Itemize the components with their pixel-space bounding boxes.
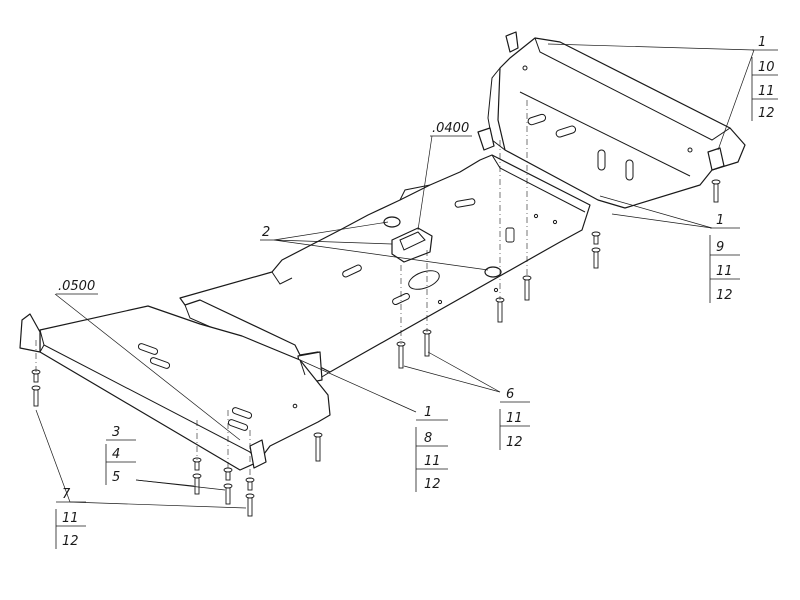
- label-g2-4: 12: [716, 288, 733, 303]
- label-g1-2: 10: [758, 60, 775, 75]
- label-g3-4: 12: [424, 477, 441, 492]
- label-group-4: 6 11 12: [499, 387, 530, 450]
- label-g3-2: 8: [424, 431, 432, 446]
- label-g2-3: 11: [716, 264, 733, 279]
- label-g4-3: 12: [506, 435, 523, 450]
- label-g2-2: 9: [716, 240, 724, 255]
- label-g6-1: 7: [62, 487, 71, 502]
- callout-labels: .0400 .0500 2 1 10 11 12 1 9 11 12: [55, 35, 778, 549]
- label-g3-3: 11: [424, 454, 441, 469]
- callout-0400: .0400: [432, 121, 469, 136]
- callout-0500: .0500: [58, 279, 95, 294]
- leader-lines: [35, 43, 755, 509]
- label-group-5: 3 4 5: [105, 425, 136, 485]
- label-group-1: 1 10 11 12: [751, 35, 778, 121]
- label-group-3: 1 8 11 12: [415, 405, 448, 492]
- callout-2: 2: [262, 225, 270, 240]
- assembly-axis-lines: [35, 100, 528, 480]
- label-g4-2: 11: [506, 411, 523, 426]
- label-g1-4: 12: [758, 106, 775, 121]
- label-g6-3: 12: [62, 534, 79, 549]
- label-g4-1: 6: [506, 387, 514, 402]
- bolt-set-bottom-left: [31, 369, 323, 517]
- label-g5-1: 3: [112, 425, 120, 440]
- label-g1-1: 1: [758, 35, 766, 50]
- plate-bottom-left: [19, 305, 331, 471]
- label-group-6: 7 11 12: [55, 487, 86, 549]
- label-g5-2: 4: [112, 447, 120, 462]
- label-g1-3: 11: [758, 84, 775, 99]
- label-g5-3: 5: [112, 470, 120, 485]
- label-g3-1: 1: [424, 405, 432, 420]
- label-g2-1: 1: [716, 213, 724, 228]
- bolt-set-top-right: [591, 179, 721, 269]
- label-g6-2: 11: [62, 511, 79, 526]
- label-group-2: 1 9 11 12: [709, 213, 740, 303]
- plate-top-right: [487, 31, 746, 209]
- bolt-set-middle: [396, 275, 532, 369]
